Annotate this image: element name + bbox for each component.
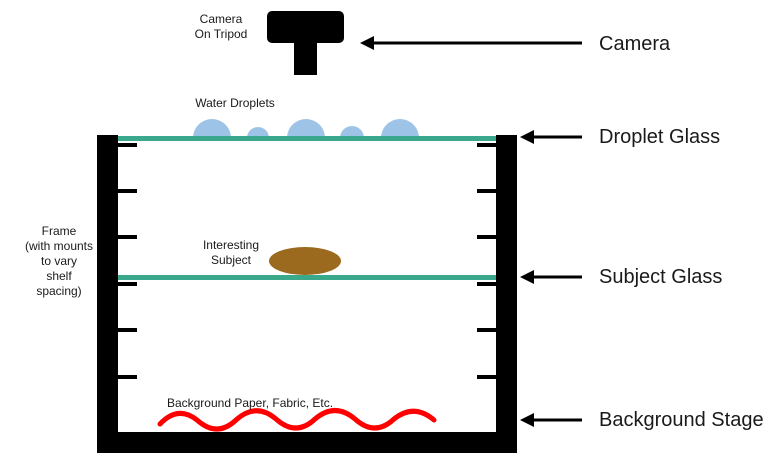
mount-tick: [118, 328, 137, 332]
label-line: Interesting: [202, 238, 260, 252]
interesting-subject-label: Interesting Subject: [188, 238, 274, 268]
interesting-subject: [269, 247, 341, 275]
mount-tick: [118, 235, 137, 239]
mount-tick: [477, 282, 496, 286]
arrowhead: [520, 130, 534, 144]
mount-tick: [118, 189, 137, 193]
callout-background-stage: Background Stage: [599, 409, 764, 431]
label-line: to vary: [40, 254, 77, 268]
callout-camera: Camera: [599, 33, 671, 55]
background-paper-label: Background Paper, Fabric, Etc.: [166, 396, 334, 410]
droplet: [340, 126, 364, 138]
arrowhead: [520, 270, 534, 284]
label-line: shelf spacing): [36, 269, 82, 298]
mount-tick: [477, 235, 496, 239]
arrowhead: [520, 413, 534, 427]
frame-label: Frame (with mounts to vary shelf spacing…: [22, 224, 96, 299]
mount-tick: [118, 375, 137, 379]
droplet: [287, 119, 325, 138]
arrowhead: [360, 36, 374, 50]
callout-droplet-glass: Droplet Glass: [599, 126, 721, 148]
droplet: [381, 119, 419, 138]
camera-body: [267, 11, 344, 43]
mount-tick: [477, 143, 496, 147]
frame-right-post: [496, 135, 517, 453]
frame: [97, 135, 517, 453]
water-droplets: [193, 119, 419, 138]
label-line: Frame: [41, 224, 77, 238]
frame-left-post: [97, 135, 118, 453]
label-line: Camera: [199, 12, 243, 26]
callout-subject-glass: Subject Glass: [599, 266, 723, 288]
mount-tick: [477, 328, 496, 332]
droplet-glass: [118, 136, 496, 141]
subject-glass: [118, 275, 496, 280]
label-line: On Tripod: [194, 27, 248, 41]
mount-tick: [118, 282, 137, 286]
mount-tick: [477, 375, 496, 379]
water-droplets-label: Water Droplets: [195, 96, 275, 110]
label-line: (with mounts: [24, 239, 94, 253]
background-wave: [157, 408, 437, 432]
camera-on-tripod-label: Camera On Tripod: [176, 12, 266, 42]
droplet: [247, 127, 269, 138]
callout-arrows: [360, 36, 582, 427]
droplet: [193, 119, 231, 138]
mount-tick: [477, 189, 496, 193]
label-line: Subject: [210, 253, 252, 267]
camera-mount: [294, 42, 317, 75]
mount-tick: [118, 143, 137, 147]
frame-base: [97, 432, 517, 453]
